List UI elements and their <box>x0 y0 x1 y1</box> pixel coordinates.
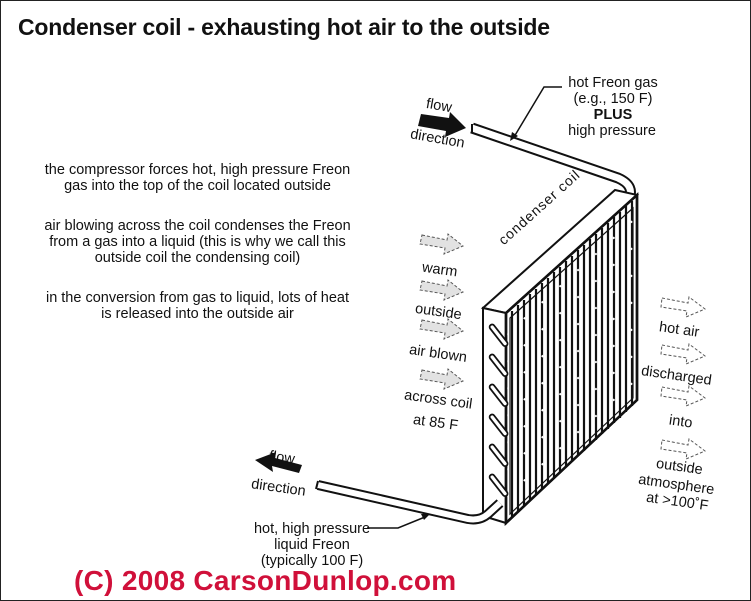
exhaust-label-into: into <box>668 412 694 432</box>
inlet-callout-line1: hot Freon gas <box>568 75 658 91</box>
outlet-callout-line3: (typically 100 F) <box>260 553 364 569</box>
intake-air-arrows <box>419 233 464 390</box>
exhaust-arrow-icon <box>660 385 706 407</box>
outlet-flow-label: flow <box>268 448 296 468</box>
outlet-callout-line1: hot, high pressure <box>253 521 371 537</box>
intake-arrow-icon <box>419 233 464 255</box>
coil-tube-bends <box>488 323 509 497</box>
exhaust-air-arrows <box>660 296 706 460</box>
outlet-pipe <box>315 480 504 525</box>
exhaust-arrow-icon <box>660 343 706 365</box>
outlet-callout-leader <box>367 516 426 529</box>
intake-arrow-icon <box>419 279 464 301</box>
intake-arrow-icon <box>419 368 464 390</box>
exhaust-arrow-icon <box>660 296 706 318</box>
outlet-callout-line2: liquid Freon <box>274 537 350 553</box>
description-condensing: air blowing across the coil condenses th… <box>44 218 351 266</box>
exhaust-arrow-icon <box>660 438 706 460</box>
inlet-callout-line4: high pressure <box>568 123 656 139</box>
intake-arrow-icon <box>419 318 464 340</box>
outlet-flow-arrow-icon <box>255 452 302 473</box>
copyright-notice: (C) 2008 CarsonDunlop.com <box>74 565 457 596</box>
inlet-callout-line2: (e.g., 150 F) <box>573 91 653 107</box>
inlet-callout-line3: PLUS <box>593 107 633 123</box>
diagram-title: Condenser coil - exhausting hot air to t… <box>18 14 550 40</box>
description-compressor: the compressor forces hot, high pressure… <box>44 162 351 194</box>
inlet-callout-leader <box>513 86 562 138</box>
inlet-flow-arrow-icon <box>418 112 466 137</box>
description-heat-release: in the conversion from gas to liquid, lo… <box>45 290 350 322</box>
condenser-coil <box>480 188 640 526</box>
